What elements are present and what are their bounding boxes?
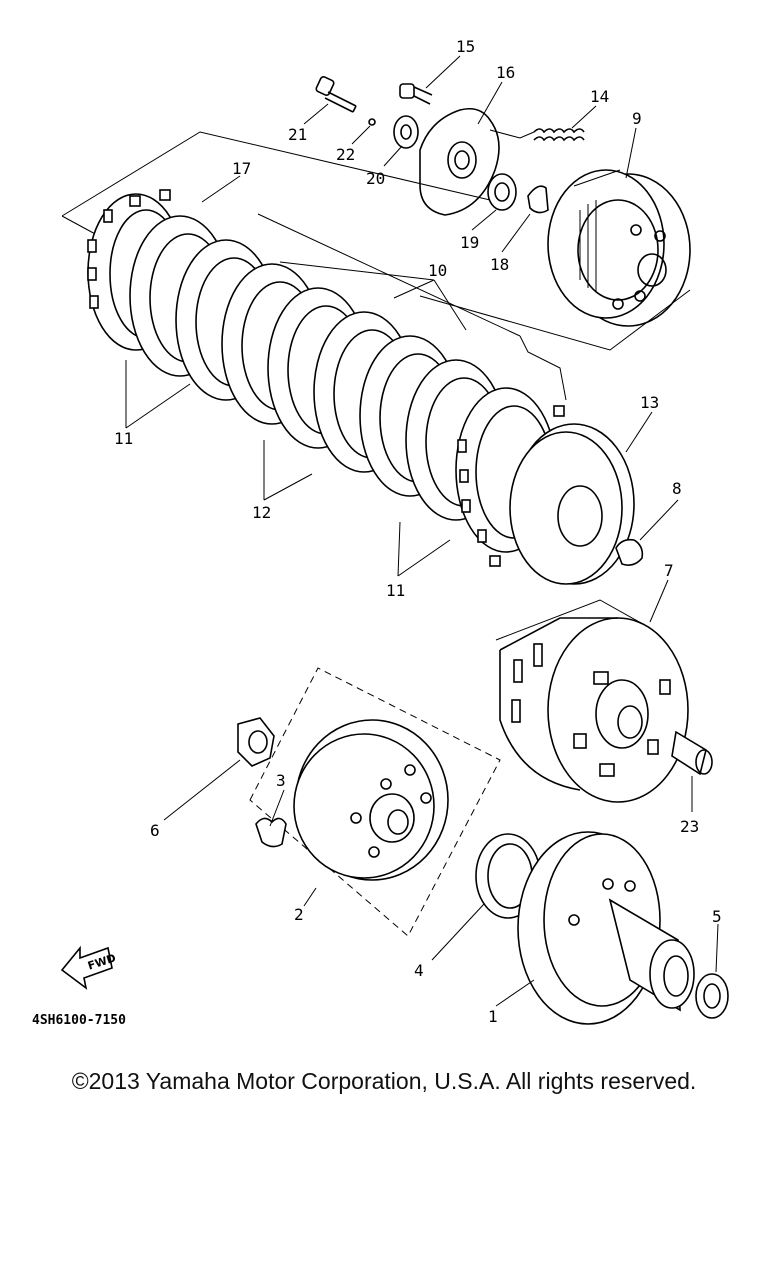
callout-7: 7 [664, 561, 674, 580]
callout-18: 18 [490, 255, 509, 274]
callout-11-lower: 11 [386, 581, 405, 600]
bolt-15 [399, 83, 433, 105]
callout-6: 6 [150, 821, 160, 840]
clutch-boss-9 [547, 169, 691, 327]
callout-5: 5 [712, 907, 722, 926]
collar-23 [671, 730, 713, 776]
lock-washer-8 [615, 538, 644, 566]
plate-stack [87, 189, 565, 567]
callout-11-upper: 11 [114, 429, 133, 448]
washer-5 [695, 973, 729, 1019]
spring-3 [255, 817, 287, 848]
fwd-arrow-icon: FWD [60, 945, 118, 990]
nut-6 [237, 717, 275, 767]
callout-2: 2 [294, 905, 304, 924]
bearing-20 [393, 115, 419, 149]
ball-22 [368, 118, 376, 126]
callout-19: 19 [460, 233, 479, 252]
callout-13: 13 [640, 393, 659, 412]
clutch-carrier-1 [517, 831, 695, 1025]
pressure-plate-13 [509, 423, 635, 585]
callout-16: 16 [496, 63, 515, 82]
circlip-18 [527, 185, 549, 214]
callout-8: 8 [672, 479, 682, 498]
clutch-exploded-view: FWD 15 16 14 9 21 22 17 [32, 37, 729, 1028]
bearing-19 [487, 173, 517, 211]
callout-20: 20 [366, 169, 385, 188]
diagram-part-code: 4SH6100-7150 [32, 1013, 126, 1028]
callout-22: 22 [336, 145, 355, 164]
bolt-21 [315, 75, 357, 113]
callout-15: 15 [456, 37, 475, 56]
callout-3: 3 [276, 771, 286, 790]
callout-4: 4 [414, 961, 424, 980]
clutch-housing-7 [495, 599, 689, 803]
callout-14: 14 [590, 87, 609, 106]
spring-14 [533, 128, 585, 142]
copyright-notice: ©2013 Yamaha Motor Corporation, U.S.A. A… [71, 1068, 697, 1094]
dashed-group-box [249, 667, 501, 937]
callout-17: 17 [232, 159, 251, 178]
centrifugal-clutch-2 [293, 719, 449, 881]
callout-23: 23 [680, 817, 699, 836]
callout-21: 21 [288, 125, 307, 144]
callout-10: 10 [428, 261, 447, 280]
callout-9: 9 [632, 109, 642, 128]
callout-1: 1 [488, 1007, 498, 1026]
callout-12: 12 [252, 503, 271, 522]
leader-lines [125, 55, 719, 1007]
